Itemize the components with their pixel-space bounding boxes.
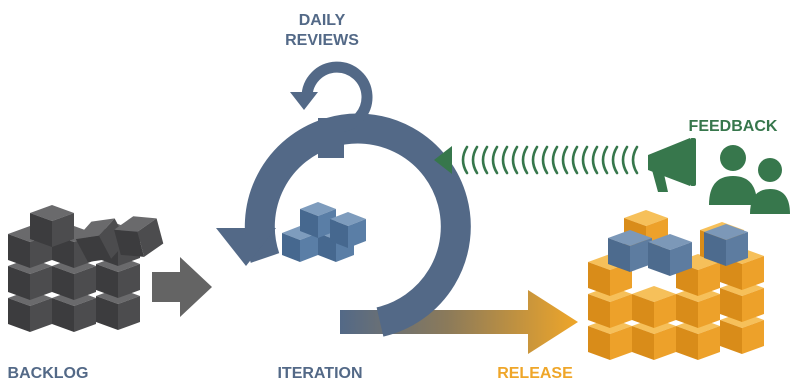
backlog-cube-stack xyxy=(8,205,166,332)
backlog-to-iteration-arrow xyxy=(152,257,212,317)
megaphone-icon xyxy=(648,138,696,192)
release-label: RELEASE xyxy=(497,365,573,382)
iteration-cubes xyxy=(282,202,366,262)
feedback-label: FEEDBACK xyxy=(689,118,778,135)
daily-reviews-label-line1: DAILY xyxy=(299,12,346,29)
backlog-label: BACKLOG xyxy=(8,365,89,382)
iteration-cycle xyxy=(216,61,471,337)
feedback-arrowhead xyxy=(434,146,452,174)
release-arrow xyxy=(340,290,578,354)
release-cube-stack xyxy=(588,210,764,360)
daily-reviews-label-line2: REVIEWS xyxy=(285,32,359,49)
users-icon xyxy=(709,145,790,214)
sound-waves-icon xyxy=(461,145,639,175)
iteration-label: ITERATION xyxy=(277,365,362,382)
